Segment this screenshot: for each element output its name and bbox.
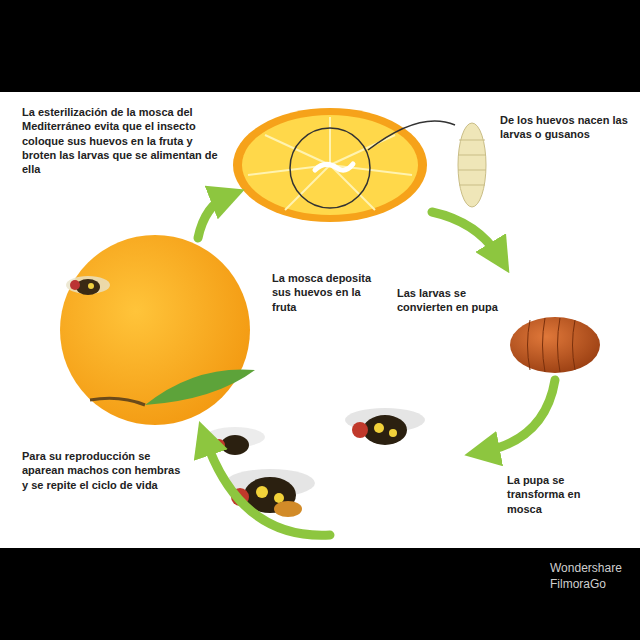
caption-text: Las larvas se convierten en pupa	[395, 285, 504, 316]
watermark: Wondershare FilmoraGo	[548, 560, 637, 593]
caption-text: Para su reproducción se aparean machos c…	[20, 448, 189, 493]
caption-text: La pupa se transforma en mosca	[505, 472, 604, 517]
caption-text: La mosca deposita sus huevos en la fruta	[270, 270, 389, 315]
caption-text: La esterilización de la mosca del Medite…	[20, 104, 224, 177]
caption-text: De los huevos nacen las larvas o gusanos	[498, 112, 630, 143]
